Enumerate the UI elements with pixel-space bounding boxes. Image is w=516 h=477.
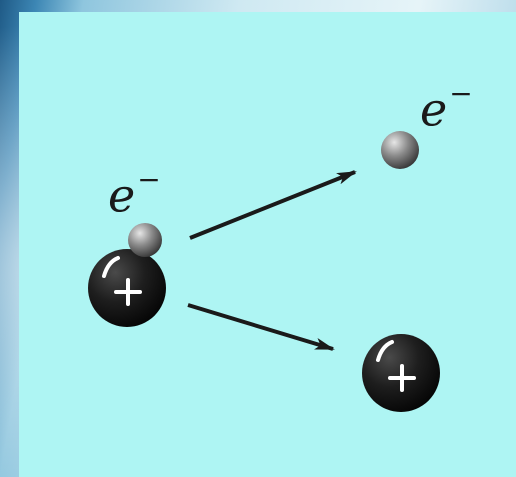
arrow-to-electron	[190, 172, 355, 238]
electron-label-initial: e−	[108, 172, 161, 218]
arrow-to-ion	[188, 305, 333, 349]
electron-charge-final: −	[449, 77, 472, 110]
ion-final	[362, 334, 440, 412]
electron-bound	[128, 223, 162, 257]
electron-free	[381, 131, 419, 169]
electron-label-final: e−	[420, 86, 473, 132]
atom-initial	[88, 223, 166, 327]
electron-charge-initial: −	[137, 163, 160, 196]
